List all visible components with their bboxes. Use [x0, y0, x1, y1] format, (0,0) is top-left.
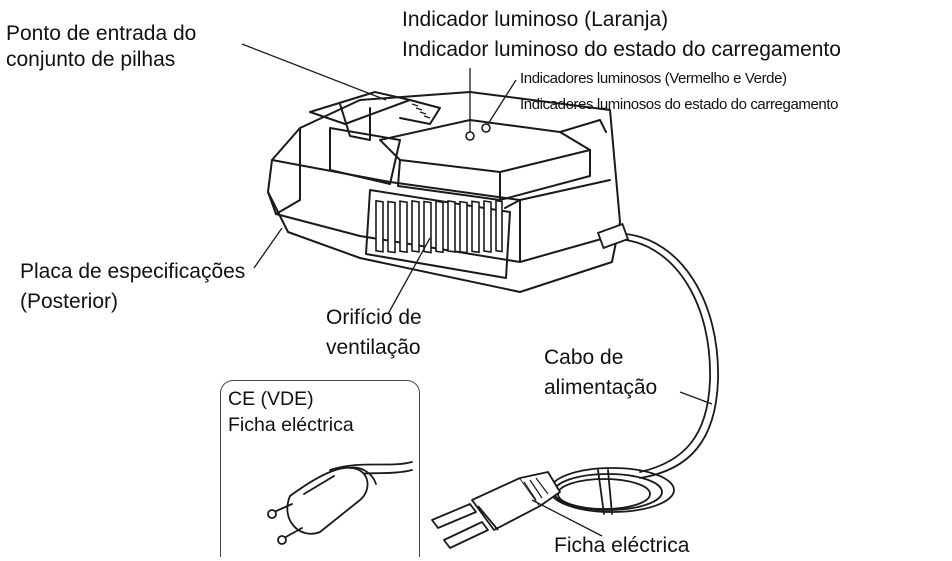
inset-label-line1: CE (VDE): [228, 388, 314, 410]
plug-us: [431, 471, 561, 549]
indicator-led-red-green: [481, 123, 491, 133]
label-battery-entry-line2: conjunto de pilhas: [6, 48, 176, 71]
label-indicator-charge-state: Indicador luminoso do estado do carregam…: [402, 38, 841, 61]
label-battery-entry-line1: Ponto de entrada do: [6, 22, 197, 45]
leader-plug: [531, 499, 603, 537]
label-indicators-charge-state: Indicadores luminosos do estado do carre…: [520, 96, 839, 113]
leader-cable: [679, 391, 713, 405]
label-cable-line2: alimentação: [544, 376, 658, 399]
leader-indicator-red-green: [487, 79, 517, 125]
label-vent-line1: Orifício de: [326, 306, 422, 329]
label-cable-line1: Cabo de: [544, 346, 624, 369]
inset-eu-plug-box: [220, 380, 420, 557]
charger-top-edge: [271, 159, 611, 201]
label-vent-line2: ventilação: [326, 336, 421, 359]
cord-strain-relief: [596, 222, 630, 250]
label-plug: Ficha eléctrica: [554, 534, 690, 557]
plug-eu: [267, 461, 413, 545]
charger-body: [267, 91, 621, 293]
label-spec-plate-line2: (Posterior): [20, 290, 119, 313]
power-cord: [625, 233, 719, 479]
charger-front-lower: [275, 213, 613, 263]
indicator-led-orange: [465, 131, 475, 141]
leader-spec-plate: [253, 227, 283, 269]
label-indicator-orange: Indicador luminoso (Laranja): [402, 8, 669, 31]
label-spec-plate-line1: Placa de especificações: [20, 260, 246, 283]
leader-battery-entry: [241, 43, 387, 101]
label-indicators-red-green: Indicadores luminosos (Vermelho e Verde): [520, 70, 787, 87]
inset-label-line2: Ficha eléctrica: [228, 414, 354, 436]
leader-vent: [387, 237, 431, 315]
battery-slot: [309, 91, 411, 125]
